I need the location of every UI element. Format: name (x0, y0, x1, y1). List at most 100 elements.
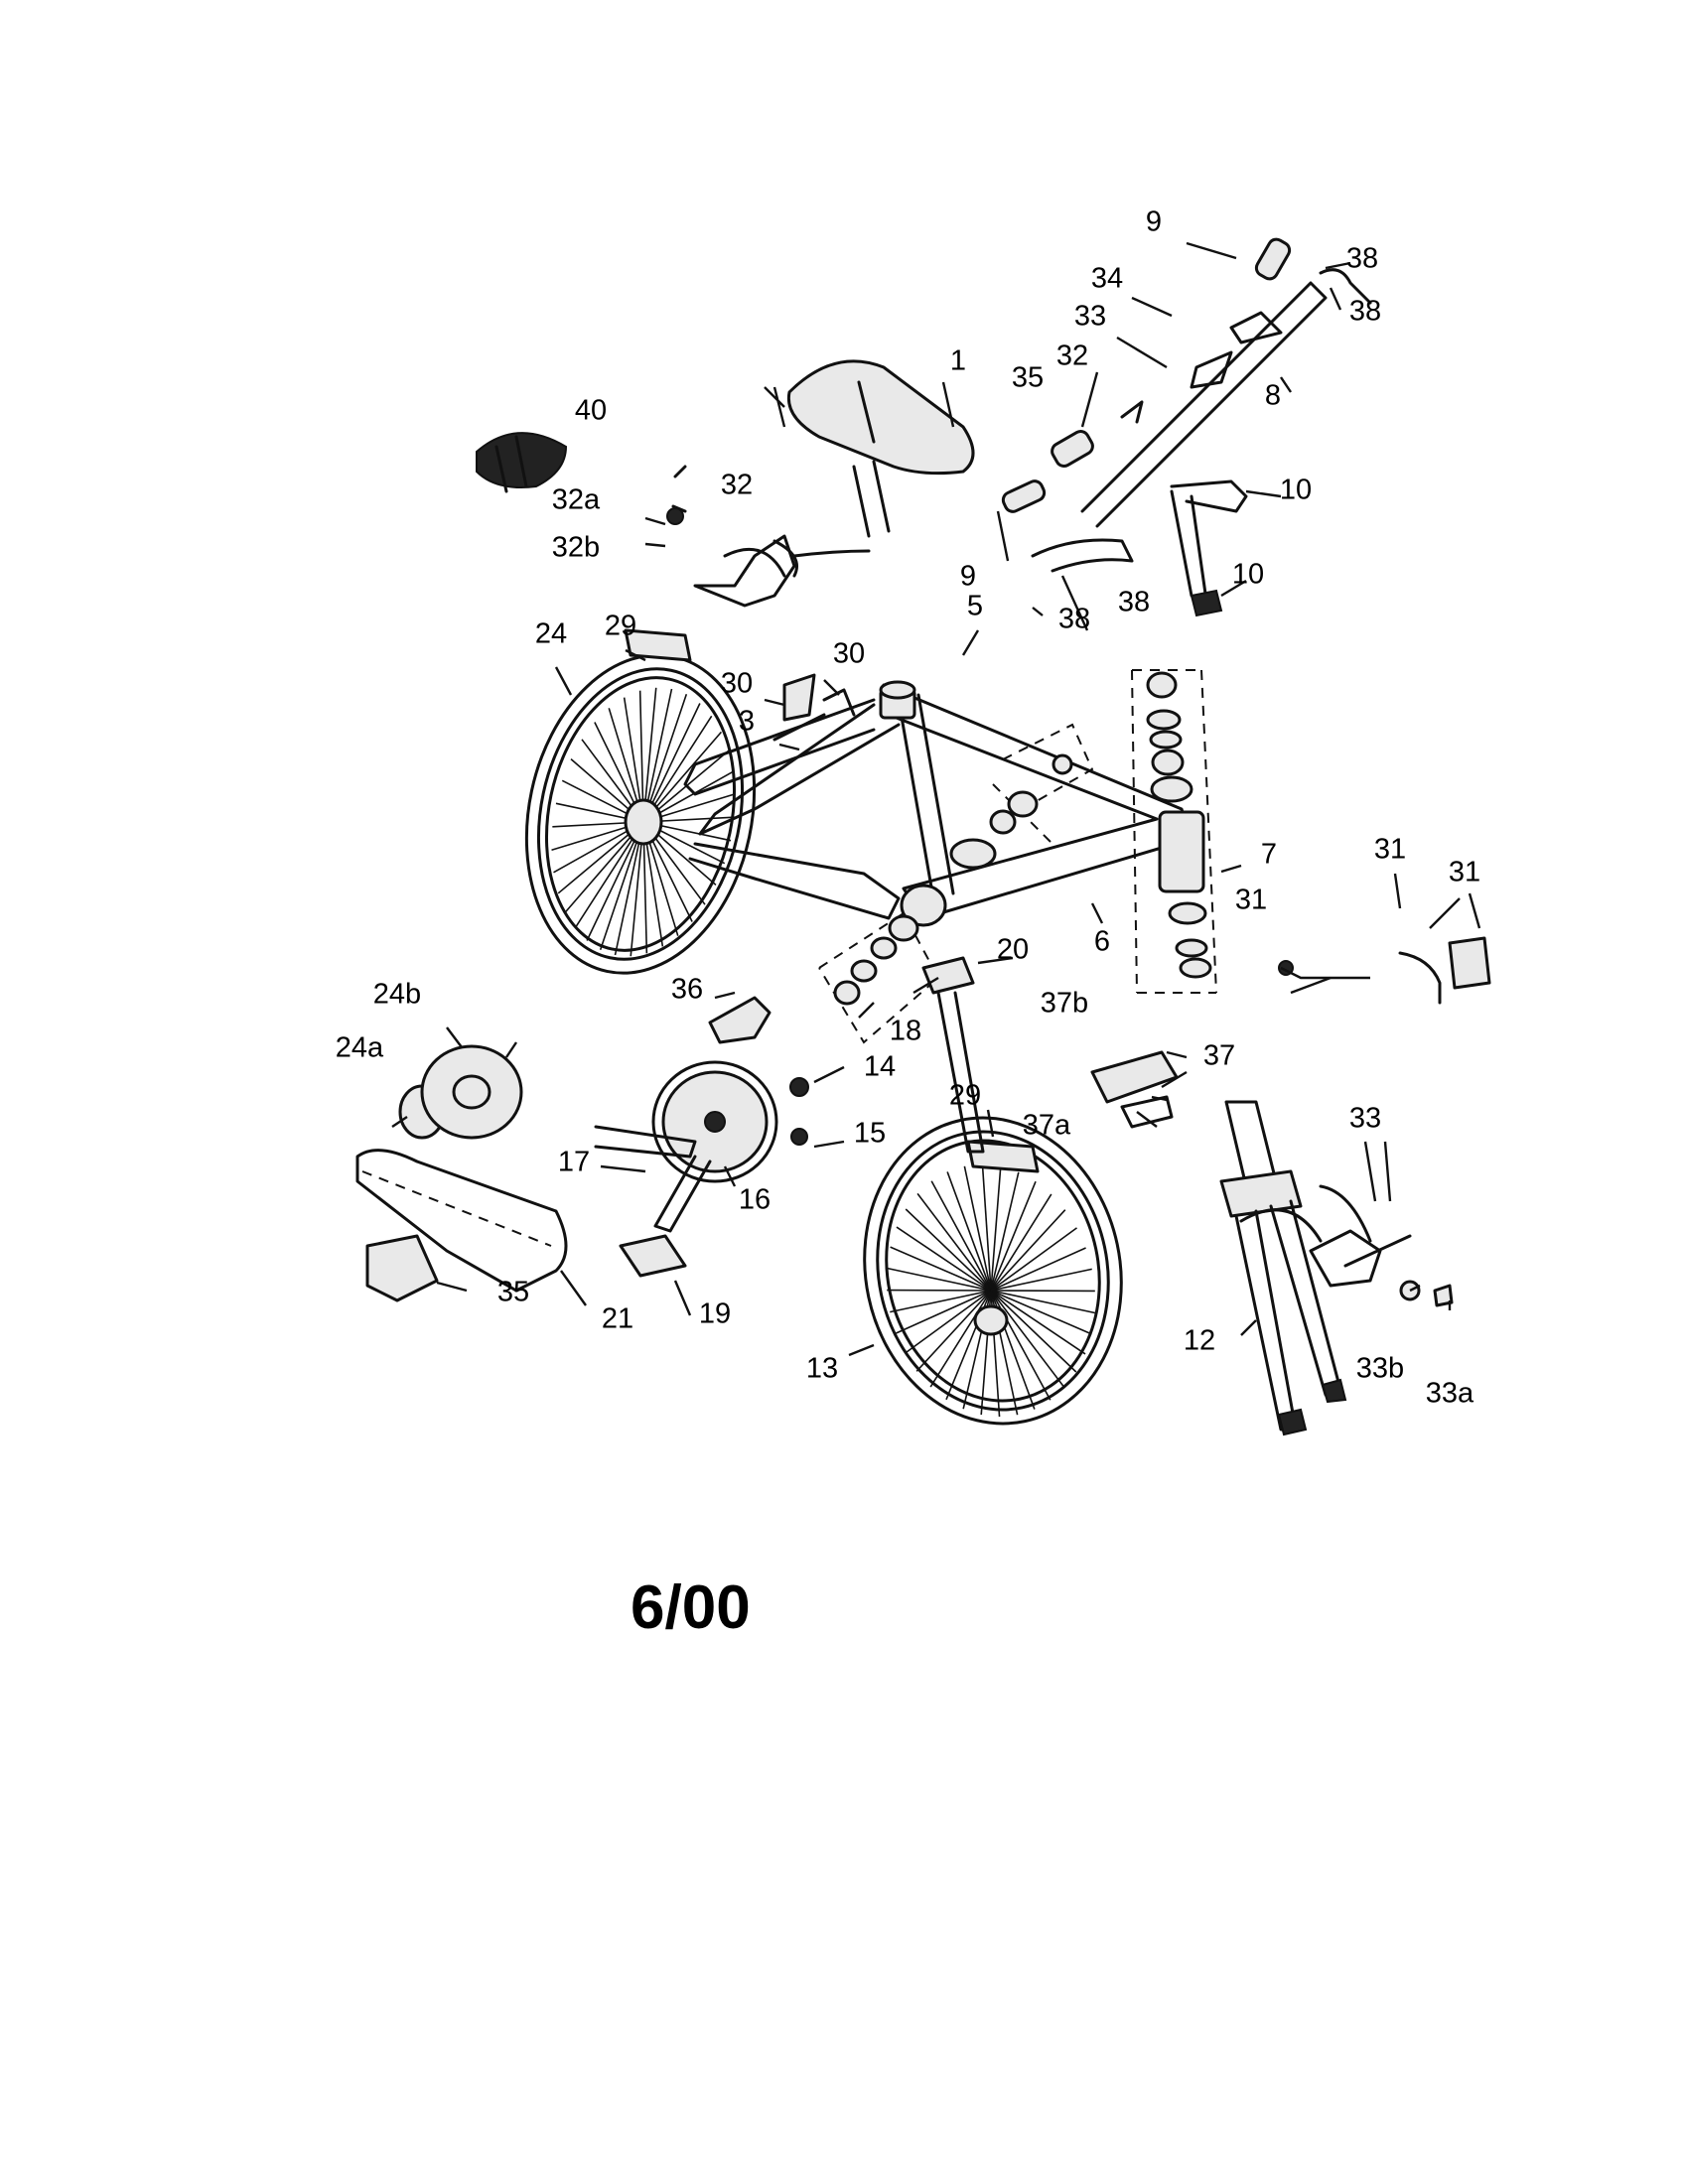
callout: 36 (671, 974, 703, 1006)
wheel-spoke (905, 1208, 992, 1292)
callout: 29 (949, 1080, 981, 1112)
accessory-pouch (476, 432, 568, 493)
wheel-spoke (990, 1165, 1002, 1292)
crank-bolts (789, 1077, 809, 1146)
callout: 18 (890, 1016, 921, 1047)
wheel-spoke (946, 1171, 992, 1292)
wheel-spoke (916, 1192, 992, 1292)
brake-cable-guide (772, 673, 856, 742)
wheel-spoke (929, 1290, 992, 1388)
wheel-spoke (896, 1226, 992, 1292)
callout: 30 (721, 668, 753, 700)
callout: 32 (1056, 341, 1088, 372)
callout: 1 (950, 345, 966, 377)
wheel-spoke (915, 1290, 992, 1372)
front-derailleur (708, 996, 772, 1044)
crank-arm (594, 1125, 712, 1233)
front-wheel (863, 1116, 1123, 1426)
callout: 34 (1091, 263, 1123, 295)
chain (355, 1149, 568, 1293)
callout: 32a (552, 484, 601, 516)
wheel-spoke (990, 1290, 1052, 1401)
callout: 32 (721, 470, 753, 501)
callout: 38 (1349, 296, 1381, 328)
wheel-spoke (930, 1180, 992, 1292)
rear-derailleur (365, 1234, 439, 1302)
wheel-spoke (887, 1267, 992, 1292)
front-reflector (966, 1140, 1040, 1173)
callout: 17 (558, 1147, 590, 1178)
callout: 24 (535, 618, 567, 650)
callout: 10 (1280, 475, 1312, 506)
callout: 31 (1449, 857, 1480, 888)
rear-brake-caliper (666, 465, 871, 608)
callout: 15 (854, 1118, 886, 1150)
wheel-spoke (990, 1247, 1086, 1292)
callout: 9 (1146, 206, 1162, 238)
stem (1170, 479, 1248, 617)
callout: 14 (864, 1051, 896, 1083)
callout: 9 (960, 561, 976, 593)
callout: 19 (699, 1298, 731, 1330)
callout: 31 (1374, 834, 1406, 866)
callout: 30 (833, 638, 865, 670)
rear-wheel (524, 653, 757, 975)
callout: 8 (1265, 380, 1281, 412)
wheel-spoke (990, 1290, 1086, 1355)
side-reflector (1278, 936, 1491, 1005)
callout: 16 (739, 1184, 771, 1216)
callout: 10 (1232, 559, 1264, 591)
callout: 37a (1023, 1110, 1071, 1142)
wheel-spoke (990, 1268, 1092, 1292)
wheel-spoke (990, 1290, 1065, 1389)
callout: 21 (602, 1303, 633, 1335)
wheel-spoke (990, 1290, 1092, 1335)
chainring (651, 1060, 778, 1183)
callout-labels: 1 3 5 6 7 8 9 9 10 10 12 13 14 15 16 17 … (336, 206, 1480, 1410)
spoke-protector (420, 1044, 523, 1140)
callout: 35 (1012, 362, 1044, 394)
callout: 20 (997, 934, 1029, 966)
callout: 33a (1426, 1378, 1474, 1410)
wheel-spoke (890, 1246, 992, 1292)
bicycle-horn (1090, 1050, 1179, 1129)
callout: 37 (1203, 1040, 1235, 1072)
wheel-spoke (990, 1209, 1066, 1292)
wheel-spoke (890, 1290, 992, 1313)
seat (786, 359, 975, 538)
front-brake-caliper (1309, 1184, 1454, 1307)
callout: 38 (1118, 587, 1150, 618)
wheel-spoke (990, 1290, 1077, 1373)
callout: 31 (1235, 885, 1267, 916)
wheel-spoke (990, 1193, 1052, 1292)
handlebar (1001, 237, 1372, 573)
callout: 6 (1094, 926, 1110, 958)
wheel-spoke (905, 1290, 992, 1354)
wheel-spoke (990, 1180, 1037, 1292)
revision-date-label: 6/00 (631, 1573, 751, 1642)
callout: 24a (336, 1032, 384, 1064)
callout: 5 (967, 591, 983, 622)
rear-reflector (624, 628, 692, 662)
kickstand (921, 956, 985, 1154)
wheel-spoke (990, 1171, 1020, 1292)
callout: 3 (739, 706, 755, 738)
callout: 33 (1349, 1103, 1381, 1135)
callout: 29 (605, 611, 636, 642)
wheel-spoke (990, 1290, 1095, 1314)
callout: 38 (1346, 243, 1378, 275)
wheel-spoke (963, 1165, 992, 1292)
leader-lines (391, 241, 1481, 1357)
wheel-spoke (981, 1163, 992, 1292)
callout: 37b (1041, 988, 1088, 1020)
callout: 33 (1074, 301, 1106, 333)
bottom-bracket-parts (818, 723, 1094, 1044)
callout: 24b (373, 979, 421, 1011)
callout: 33b (1356, 1353, 1404, 1385)
callout: 38 (1058, 604, 1090, 635)
callout: 13 (806, 1353, 838, 1385)
callout: 7 (1261, 839, 1277, 871)
headset-bearings (1131, 669, 1217, 994)
callout: 40 (575, 395, 607, 427)
